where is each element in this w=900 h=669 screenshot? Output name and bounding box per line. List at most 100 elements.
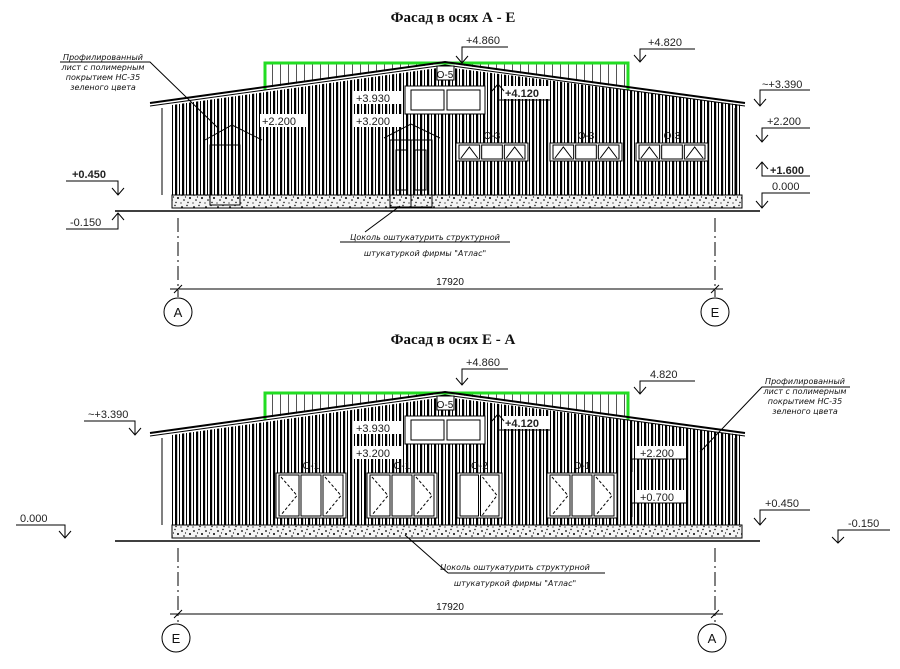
tilt-mark: [640, 146, 659, 159]
roof-line: [149, 394, 746, 437]
elevation-marks: +4.860 +4.820 ~+3.390 +2.200 +1.600 0.00…: [66, 35, 810, 230]
building-elevation: О-5О-1 О-1 О-2 О-1: [115, 390, 760, 542]
svg-text:покрытием НС-35: покрытием НС-35: [768, 397, 842, 406]
window-pane: [597, 144, 620, 160]
roof-line: [149, 64, 746, 107]
dormer-window: [446, 89, 481, 111]
roof-upper-sheeting: [265, 63, 628, 88]
window-label: О-3: [578, 131, 595, 142]
axis-marker-e: Е: [700, 297, 730, 327]
svg-text:17920: 17920: [436, 602, 464, 613]
vent-window: [436, 395, 455, 411]
svg-text:зеленого цвета: зеленого цвета: [70, 83, 136, 92]
window-pane: [503, 144, 526, 160]
svg-text:+4.120: +4.120: [505, 88, 539, 100]
window-pane: [549, 474, 571, 517]
window-pane: [593, 474, 615, 517]
window-pane: [683, 144, 706, 160]
casement-mark: [482, 476, 498, 516]
svg-text:-0.150: -0.150: [70, 217, 101, 229]
plinth-note: Цоколь оштукатурить структурной штукатур…: [404, 534, 605, 588]
window-pane: [459, 474, 479, 517]
roof-line: [149, 390, 746, 434]
svg-text:Профилированный: Профилированный: [63, 53, 143, 62]
svg-text:+3.200: +3.200: [356, 116, 390, 128]
dormer-window: [446, 419, 481, 441]
roof-upper-sheeting: [265, 393, 628, 418]
svg-text:+4.120: +4.120: [505, 418, 539, 430]
window-label: О-5: [437, 70, 454, 81]
svg-text:штукатуркой фирмы "Атлас": штукатуркой фирмы "Атлас": [364, 249, 486, 258]
svg-text:штукатуркой фирмы "Атлас": штукатуркой фирмы "Атлас": [454, 579, 576, 588]
svg-text:Цоколь оштукатурить структурно: Цоколь оштукатурить структурной: [440, 563, 590, 572]
window-pane: [413, 474, 435, 517]
svg-text:+2.200: +2.200: [640, 448, 674, 460]
svg-text:А: А: [174, 305, 183, 320]
wall-profiled-sheeting: [172, 67, 742, 195]
casement-mark: [551, 476, 569, 516]
tilt-mark: [505, 146, 524, 159]
window-pane: [571, 474, 593, 517]
window-label: О-1: [303, 461, 320, 472]
tilt-mark: [685, 146, 704, 159]
window-pane: [552, 144, 575, 160]
axis-marker-e: Е: [161, 623, 191, 653]
building-elevation: О-5О-3 О-3 О-3: [115, 60, 760, 212]
window-label: О-3: [484, 131, 501, 142]
facade-e-a: Фасад в осях Е - А О-5О-1 О-1 О-2 О-1 Профи…: [16, 332, 890, 653]
svg-text:17920: 17920: [436, 277, 464, 288]
svg-text:Е: Е: [711, 305, 720, 320]
dormer-window: [410, 89, 445, 111]
tilt-mark: [460, 146, 479, 159]
svg-text:+1.600: +1.600: [770, 165, 804, 177]
window-label: О-5: [437, 400, 454, 411]
window-label: О-2: [471, 461, 488, 472]
dimension-line: 17920: [170, 218, 723, 297]
window-pane: [458, 144, 481, 160]
svg-text:покрытием НС-35: покрытием НС-35: [66, 73, 140, 82]
svg-text:~+3.390: ~+3.390: [88, 409, 128, 421]
casement-mark: [415, 476, 433, 516]
double-door: [389, 139, 433, 208]
svg-text:4.820: 4.820: [650, 369, 678, 381]
axis-marker-a: А: [163, 297, 193, 327]
svg-text:-0.150: -0.150: [848, 518, 879, 530]
svg-text:+2.200: +2.200: [767, 116, 801, 128]
svg-text:Профилированный: Профилированный: [765, 377, 845, 386]
window-pane: [481, 144, 503, 160]
svg-text:+0.450: +0.450: [72, 169, 106, 181]
svg-text:+4.860: +4.860: [466, 35, 500, 47]
casement-mark: [371, 476, 389, 516]
roof-line: [149, 60, 746, 104]
window-label: О-3: [664, 131, 681, 142]
casement-mark: [324, 476, 342, 516]
dimension-line: 17920: [170, 548, 723, 622]
plinth: [171, 194, 743, 209]
door-canopy: [204, 124, 263, 141]
facade-title: Фасад в осях Е - А: [391, 332, 516, 348]
window-pane: [278, 474, 300, 517]
window-pane: [391, 474, 413, 517]
window-pane: [661, 144, 683, 160]
window-label: О-1: [574, 461, 591, 472]
casement-mark: [280, 476, 298, 516]
vent-window: [436, 65, 455, 81]
svg-text:+0.450: +0.450: [765, 498, 799, 510]
elevation-marks: +4.860 4.820 ~+3.390 +3.930 +3.200 +4.12…: [16, 357, 890, 544]
svg-text:+2.200: +2.200: [262, 116, 296, 128]
window-pane: [638, 144, 661, 160]
roof-note: Профилированный лист с полимерным покрыт…: [60, 53, 219, 129]
svg-text:лист с полимерным: лист с полимерным: [763, 387, 847, 396]
tilt-mark: [554, 146, 573, 159]
window-pane: [369, 474, 391, 517]
roof-note: Профилированный лист с полимерным покрыт…: [699, 377, 850, 453]
window-label: О-1: [394, 461, 411, 472]
window-pane: [300, 474, 322, 517]
svg-text:~+3.390: ~+3.390: [762, 79, 802, 91]
svg-text:+4.820: +4.820: [648, 37, 682, 49]
window-pane: [575, 144, 597, 160]
door-canopy: [383, 123, 441, 139]
tilt-mark: [599, 146, 618, 159]
